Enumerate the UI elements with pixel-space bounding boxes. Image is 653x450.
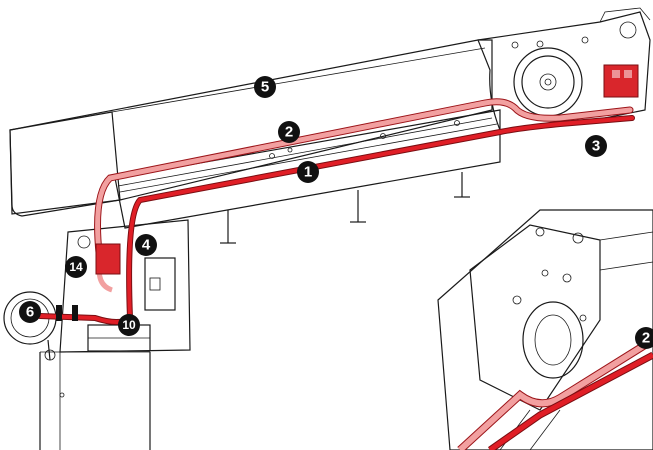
callout-4-label: 4 — [142, 237, 151, 254]
callout-2: 2 — [278, 121, 300, 143]
boom-arm — [9, 39, 501, 244]
callout-2-label: 2 — [285, 124, 293, 141]
callout-3-label: 3 — [592, 138, 600, 155]
support-pegs — [220, 172, 470, 244]
callout-14: 14 — [65, 256, 87, 278]
stand-column — [39, 219, 191, 450]
callout-2-inset-label: 2 — [642, 330, 650, 347]
callout-1-label: 1 — [304, 164, 312, 181]
callout-5-label: 5 — [261, 79, 269, 96]
cable-clamp — [95, 243, 121, 275]
cable-1 — [126, 115, 635, 321]
callout-1: 1 — [297, 161, 319, 183]
callout-3: 3 — [585, 135, 607, 157]
callout-4: 4 — [135, 234, 157, 256]
connector-block — [603, 64, 639, 98]
callout-5: 5 — [254, 76, 276, 98]
callout-6-label: 6 — [26, 304, 34, 321]
callout-14-label: 14 — [69, 260, 83, 274]
callout-2-inset: 2 — [635, 327, 653, 349]
callout-10: 10 — [118, 314, 140, 336]
callout-10-label: 10 — [122, 318, 136, 332]
callout-6: 6 — [19, 301, 41, 323]
arm-head — [477, 7, 651, 131]
inset-detail — [437, 209, 653, 450]
